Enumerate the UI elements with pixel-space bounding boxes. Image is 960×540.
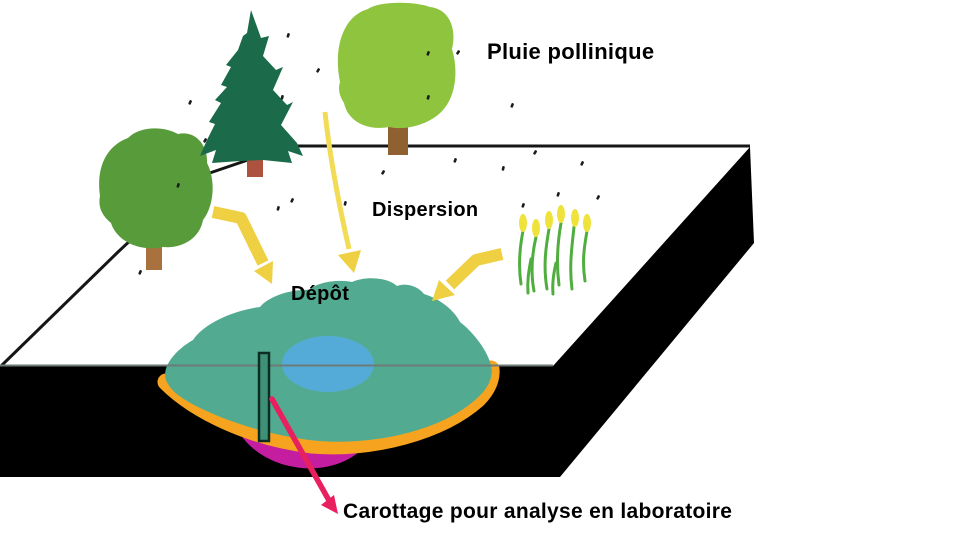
dispersion-arrow-center-icon [322,111,361,273]
lake-deep-water [282,336,374,392]
label-coring: Carottage pour analyse en laboratoire [343,500,733,523]
light-green-tree [337,2,456,155]
core-tube [257,351,271,443]
pollen-dots [138,33,600,275]
deciduous-tree-canopy [99,128,213,249]
grass-tips [519,205,591,237]
light-green-tree-canopy [337,2,456,129]
label-pollen-rain: Pluie pollinique [487,39,655,64]
coring-arrow-icon [269,396,338,514]
deciduous-tree-trunk [146,242,162,270]
grass-blades [518,221,589,296]
conifer-tree [200,10,303,177]
sediment-orange-layer [157,360,500,455]
dispersion-arrow-right-icon [432,248,504,301]
conifer-trunk [247,158,263,177]
conifer-canopy [200,10,303,163]
grass-tuft [518,205,591,296]
deciduous-tree [99,128,213,270]
label-deposit: Dépôt [291,283,350,305]
label-dispersion: Dispersion [372,199,479,221]
dispersion-arrow-left-icon [211,206,273,284]
